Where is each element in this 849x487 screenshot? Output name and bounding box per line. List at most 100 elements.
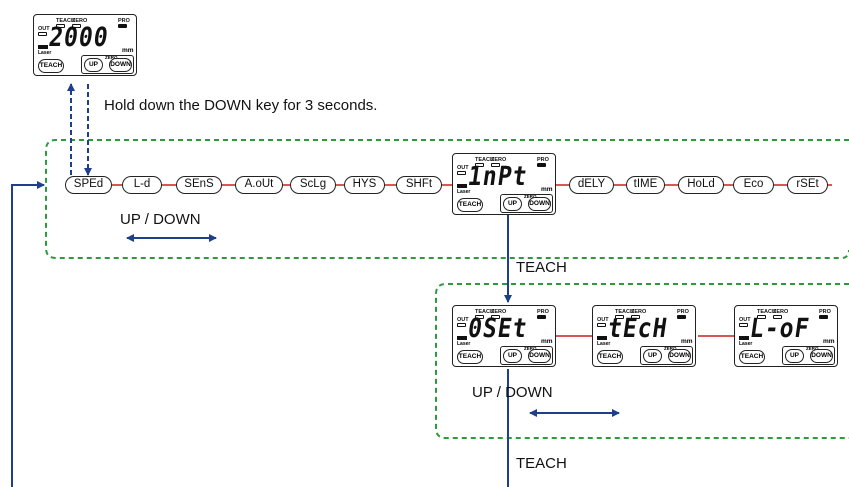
indicator-lamp — [631, 315, 640, 319]
laser-indicator-icon — [457, 184, 467, 188]
indicator-label: OUT — [457, 317, 469, 323]
sub-nav-label: UP / DOWN — [472, 384, 553, 401]
unit-label: mm — [823, 338, 835, 345]
menu-item-pill: SHFt — [396, 176, 442, 194]
up-button[interactable]: UP — [503, 197, 522, 211]
indicator-label: PRO — [537, 309, 549, 315]
menu-item-pill: tIME — [626, 176, 665, 194]
laser-label: Laser — [597, 341, 611, 347]
seven-segment-readout: L-oF — [747, 313, 812, 344]
seven-segment-readout: 0SEt — [465, 313, 530, 344]
up-button[interactable]: UP — [84, 58, 103, 72]
teach-button[interactable]: TEACH — [457, 350, 483, 364]
indicator-lamp — [118, 24, 127, 28]
menu-item-pill: dELY — [569, 176, 614, 194]
indicator-lamp — [537, 315, 546, 319]
laser-label: Laser — [457, 189, 471, 195]
unit-label: mm — [681, 338, 693, 345]
indicator-lamp — [597, 323, 606, 327]
indicator-label: PRO — [677, 309, 689, 315]
up-button[interactable]: UP — [643, 349, 662, 363]
menu-item-pill: Eco — [733, 176, 774, 194]
indicator-lamp — [457, 171, 466, 175]
teach-button[interactable]: TEACH — [38, 59, 64, 73]
laser-label: Laser — [457, 341, 471, 347]
indicator-label: OUT — [597, 317, 609, 323]
teach-button[interactable]: TEACH — [597, 350, 623, 364]
indicator-lamp — [491, 315, 500, 319]
laser-label: Laser — [739, 341, 753, 347]
indicator-lamp — [537, 163, 546, 167]
hold-instruction: Hold down the DOWN key for 3 seconds. — [104, 97, 378, 114]
down-button[interactable]: DOWN — [109, 58, 132, 72]
laser-indicator-icon — [597, 336, 607, 340]
sub-menu-frame — [435, 283, 849, 439]
zero-label: ZERO — [105, 55, 118, 60]
indicator-lamp — [475, 163, 484, 167]
indicator-label: PRO — [118, 18, 130, 24]
indicator-label: PRO — [819, 309, 831, 315]
updown-button-group — [640, 346, 693, 365]
zero-label: ZERO — [664, 346, 677, 351]
menu-item-pill: L-d — [122, 176, 162, 194]
unit-label: mm — [541, 338, 553, 345]
indicator-label: ZERO — [491, 309, 507, 315]
teach-button[interactable]: TEACH — [739, 350, 765, 364]
up-button[interactable]: UP — [785, 349, 804, 363]
indicator-label: OUT — [739, 317, 751, 323]
menu-item-pill: HoLd — [678, 176, 724, 194]
indicator-lamp — [757, 315, 766, 319]
indicator-label: ZERO — [72, 18, 88, 24]
updown-button-group — [782, 346, 835, 365]
indicator-lamp — [72, 24, 81, 28]
laser-indicator-icon — [739, 336, 749, 340]
menu-item-pill: SPEd — [65, 176, 112, 194]
zero-label: ZERO — [524, 346, 537, 351]
seven-segment-readout: 1nPt — [465, 161, 530, 192]
unit-label: mm — [541, 186, 553, 193]
menu-item-pill: rSEt — [787, 176, 828, 194]
menu-item-pill: SEnS — [176, 176, 222, 194]
updown-button-group — [500, 346, 553, 365]
indicator-label: OUT — [457, 165, 469, 171]
down-button[interactable]: DOWN — [668, 349, 691, 363]
main-nav-label: UP / DOWN — [120, 211, 201, 228]
seven-segment-readout: 2000 — [46, 22, 111, 53]
down-button[interactable]: DOWN — [528, 349, 551, 363]
menu-item-pill: A.oUt — [235, 176, 283, 194]
indicator-label: TEACH — [757, 309, 776, 315]
indicator-label: PRO — [537, 157, 549, 163]
indicator-label: TEACH — [615, 309, 634, 315]
indicator-lamp — [819, 315, 828, 319]
teach-button[interactable]: TEACH — [457, 198, 483, 212]
zero-label: ZERO — [806, 346, 819, 351]
indicator-lamp — [739, 323, 748, 327]
seven-segment-readout: tEcH — [605, 313, 670, 344]
indicator-label: TEACH — [475, 157, 494, 163]
up-button[interactable]: UP — [503, 349, 522, 363]
indicator-lamp — [677, 315, 686, 319]
laser-indicator-icon — [38, 45, 48, 49]
indicator-lamp — [773, 315, 782, 319]
indicator-lamp — [457, 323, 466, 327]
indicator-label: TEACH — [475, 309, 494, 315]
indicator-lamp — [615, 315, 624, 319]
teach-label-2: TEACH — [516, 455, 567, 472]
indicator-label: ZERO — [491, 157, 507, 163]
indicator-label: ZERO — [631, 309, 647, 315]
menu-item-pill: ScLg — [290, 176, 336, 194]
updown-button-group — [500, 194, 553, 213]
laser-indicator-icon — [457, 336, 467, 340]
indicator-lamp — [56, 24, 65, 28]
down-button[interactable]: DOWN — [810, 349, 833, 363]
indicator-label: ZERO — [773, 309, 789, 315]
updown-button-group — [81, 55, 134, 74]
unit-label: mm — [122, 47, 134, 54]
indicator-label: OUT — [38, 26, 50, 32]
down-button[interactable]: DOWN — [528, 197, 551, 211]
indicator-lamp — [38, 32, 47, 36]
